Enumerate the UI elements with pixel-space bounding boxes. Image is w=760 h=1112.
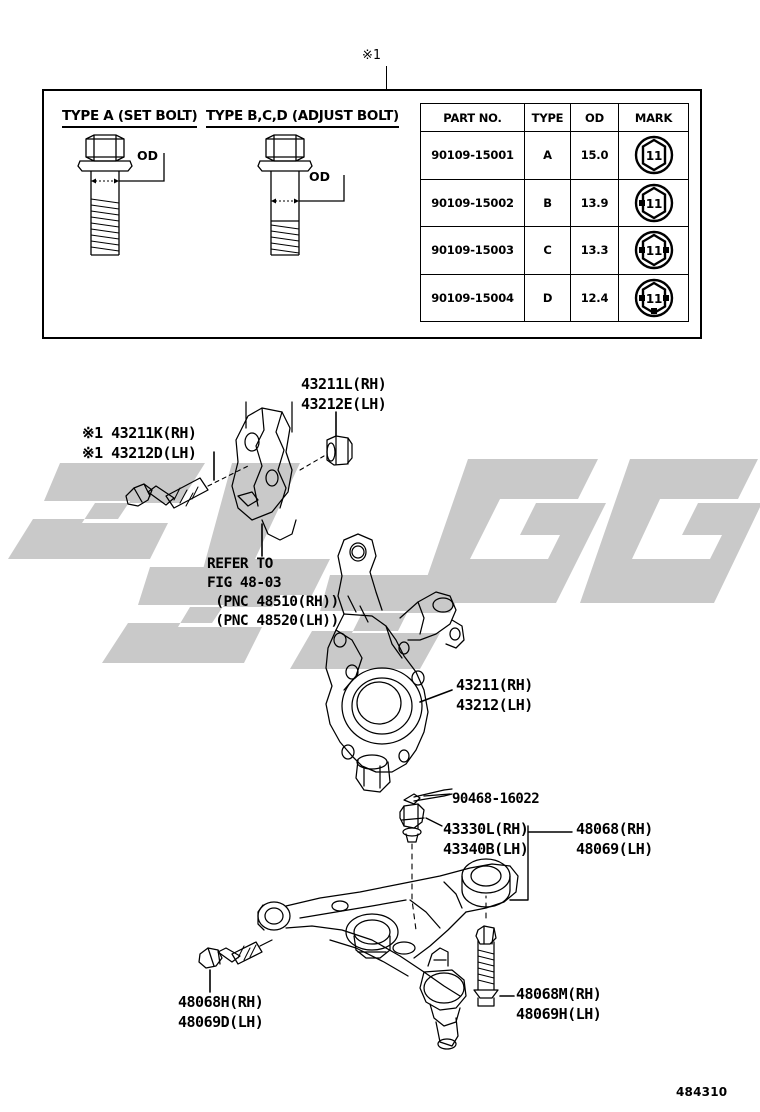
cell-type: C xyxy=(524,226,571,275)
arm-rear-bolt xyxy=(473,925,499,1007)
callout-arm-front-bolt: 48068H(RH) 48069D(LH) xyxy=(178,993,264,1031)
cell-od: 13.9 xyxy=(570,178,619,227)
od-label-type-bcd: OD xyxy=(309,169,331,184)
od-label-type-a: OD xyxy=(137,148,159,163)
cell-part-no: 90109-15003 xyxy=(420,226,525,275)
cell-part-no: 90109-15001 xyxy=(420,131,525,180)
type-a-heading: TYPE A (SET BOLT) xyxy=(62,108,198,128)
cell-part-no: 90109-15002 xyxy=(420,178,525,227)
type-bcd-heading: TYPE B,C,D (ADJUST BOLT) xyxy=(206,108,399,128)
bolt-parts-table: PART NO. TYPE OD MARK 90109-15001 A 15.0… xyxy=(420,103,689,322)
bolt-illustrations xyxy=(77,134,345,256)
steering-knuckle xyxy=(325,533,465,793)
callout-ball-joint: 43330L(RH) 43340B(LH) xyxy=(443,820,529,858)
cell-mark: 11 xyxy=(618,178,689,227)
cell-mark: 11 xyxy=(618,131,689,180)
callout-knuckle-set-bolt: ※1 43211K(RH) ※1 43212D(LH) xyxy=(82,424,197,462)
bolt-legend-box: TYPE A (SET BOLT) TYPE B,C,D (ADJUST BOL… xyxy=(42,89,702,339)
top-note-marker: ※1 xyxy=(362,48,381,63)
figure-id: 484310 xyxy=(676,1085,728,1099)
bolt-mark-icon-d: 11 xyxy=(634,278,673,317)
lower-ball-joint xyxy=(399,803,425,843)
callout-lower-arm: 48068(RH) 48069(LH) xyxy=(576,820,653,858)
header-type: TYPE xyxy=(524,103,571,132)
callout-refer-to: REFER TO FIG 48-03 (PNC 48510(RH)) (PNC … xyxy=(207,556,339,630)
svg-text:11: 11 xyxy=(645,292,661,306)
table-row: 90109-15004 D 12.4 11 xyxy=(420,273,689,322)
bolt-mark-icon-c: 11 xyxy=(634,231,673,270)
set-bolt-long xyxy=(125,477,209,509)
top-note-leader-line xyxy=(386,66,387,90)
callout-knuckle-upper-bolt: 43211L(RH) 43212E(LH) xyxy=(301,375,387,413)
cell-mark: 11 xyxy=(618,226,689,275)
header-mark: MARK xyxy=(618,103,689,132)
arm-front-bolt xyxy=(198,939,273,969)
callout-steering-knuckle: 43211(RH) 43212(LH) xyxy=(456,676,533,714)
strut-bracket-phantom xyxy=(231,401,297,541)
cell-od: 13.3 xyxy=(570,226,619,275)
header-od: OD xyxy=(570,103,619,132)
svg-text:11: 11 xyxy=(645,149,661,163)
callout-arm-rear-bolt: 48068M(RH) 48069H(LH) xyxy=(516,985,602,1023)
table-row: 90109-15001 A 15.0 11 xyxy=(420,131,689,180)
table-header-row: PART NO. TYPE OD MARK xyxy=(420,103,689,132)
callout-cotter-pin: 90468-16022 xyxy=(452,791,540,807)
svg-text:11: 11 xyxy=(645,197,661,211)
cell-type: B xyxy=(524,178,571,227)
cell-od: 12.4 xyxy=(570,273,619,322)
cell-type: A xyxy=(524,131,571,180)
table-row: 90109-15002 B 13.9 11 xyxy=(420,178,689,227)
lower-control-arm xyxy=(257,858,519,1050)
cell-type: D xyxy=(524,273,571,322)
cell-od: 15.0 xyxy=(570,131,619,180)
header-part-no: PART NO. xyxy=(420,103,525,132)
bolt-mark-icon-a: 11 xyxy=(634,136,673,175)
cotter-pin xyxy=(403,788,453,805)
svg-text:11: 11 xyxy=(645,244,661,258)
flange-bolt-upper xyxy=(326,435,353,466)
watermark xyxy=(8,459,760,669)
table-row: 90109-15003 C 13.3 11 xyxy=(420,226,689,275)
bolt-mark-icon-b: 11 xyxy=(634,183,673,222)
cell-mark: 11 xyxy=(618,273,689,322)
cell-part-no: 90109-15004 xyxy=(420,273,525,322)
